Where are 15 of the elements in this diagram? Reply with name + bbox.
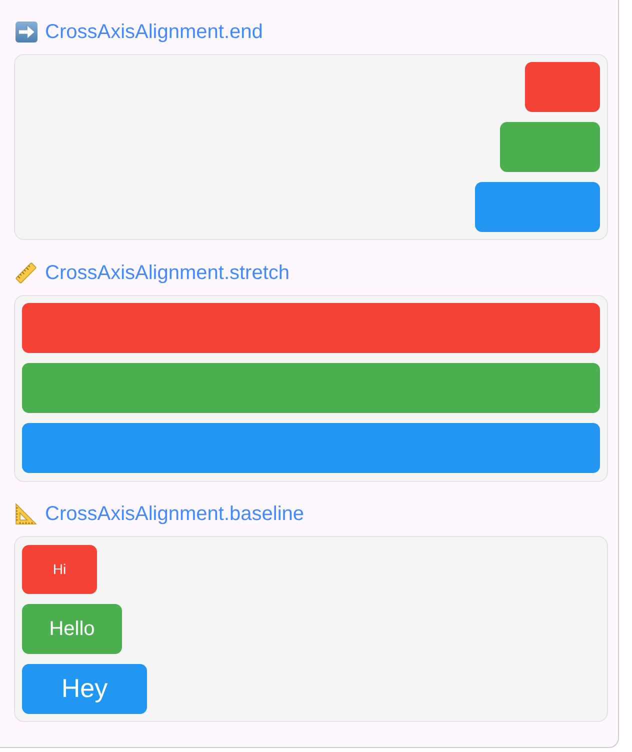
child-block xyxy=(475,182,600,232)
child-block xyxy=(500,122,600,172)
block-label: Hello xyxy=(49,618,95,640)
section-heading: CrossAxisAlignment.stretch xyxy=(45,261,290,285)
section-heading: CrossAxisAlignment.baseline xyxy=(45,502,304,526)
child-block xyxy=(22,545,97,594)
block-label: Hey xyxy=(61,674,108,704)
child-block xyxy=(22,363,600,413)
child-block xyxy=(525,62,600,112)
child-block xyxy=(22,303,600,353)
child-block xyxy=(22,423,600,473)
child-block xyxy=(22,664,147,714)
child-block xyxy=(22,604,122,654)
block-label: Hi xyxy=(52,561,66,578)
section-heading: CrossAxisAlignment.end xyxy=(45,20,263,44)
